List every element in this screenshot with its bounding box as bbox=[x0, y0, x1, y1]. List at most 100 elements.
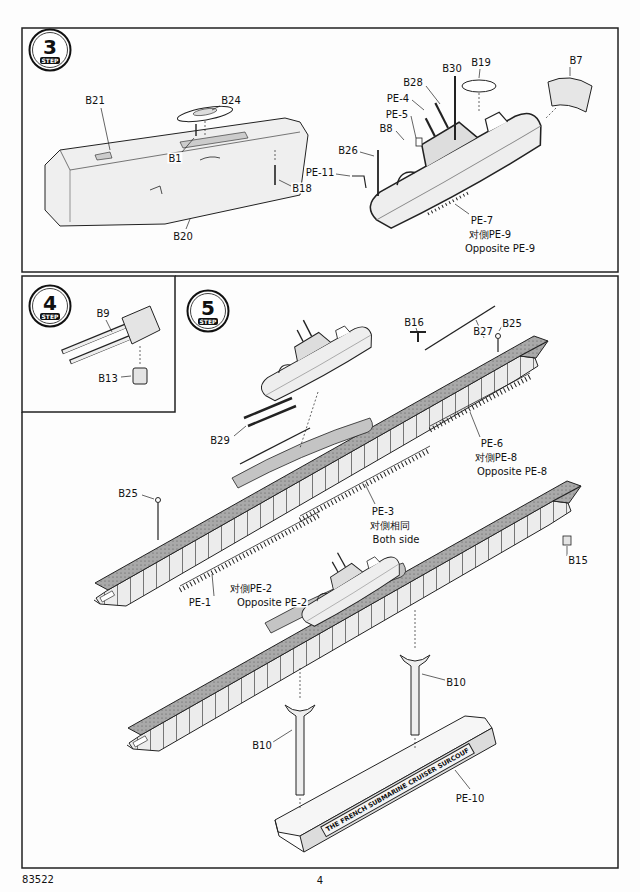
leader-line bbox=[455, 770, 470, 789]
leader-line bbox=[275, 150, 276, 162]
leader-line bbox=[479, 93, 480, 112]
step-badge: 3STEP bbox=[28, 28, 72, 72]
nameplate-text: THE FRENCH SUBMARINE CRUISER SURCOUF bbox=[325, 746, 471, 833]
step-badge: 5STEP bbox=[186, 289, 230, 333]
step5-parts bbox=[410, 332, 426, 342]
part-label: Both side bbox=[372, 534, 421, 545]
leader-line bbox=[101, 108, 110, 150]
step5-parts bbox=[244, 398, 296, 426]
tower-parts bbox=[548, 78, 592, 112]
part-label: B8 bbox=[378, 123, 393, 134]
part-label: 对側PE-2 bbox=[229, 583, 273, 594]
step5-parts bbox=[157, 503, 158, 540]
deck-part bbox=[193, 107, 218, 117]
submarine-hull bbox=[127, 481, 581, 751]
leader-line bbox=[412, 100, 424, 110]
page-footer: 83522 bbox=[21, 874, 55, 885]
tower-parts bbox=[428, 192, 470, 214]
part-label: 对側相同 bbox=[369, 520, 411, 531]
leader-line bbox=[470, 412, 480, 437]
display-stand bbox=[300, 668, 301, 700]
deck-part bbox=[150, 186, 162, 194]
part-label: 对側PE-8 bbox=[474, 452, 518, 463]
tower-parts bbox=[454, 76, 456, 140]
gun-part bbox=[122, 306, 160, 344]
display-stand bbox=[400, 655, 430, 735]
panel-frame bbox=[22, 276, 618, 868]
part-label: PE-7 bbox=[470, 215, 494, 226]
deck-part bbox=[195, 124, 196, 136]
badge-ring bbox=[191, 294, 226, 329]
display-stand bbox=[275, 610, 496, 852]
deck-part bbox=[70, 170, 71, 222]
part-label: PE-3 bbox=[371, 506, 395, 517]
step-number: 4 bbox=[43, 293, 57, 313]
part-label: PE-6 bbox=[480, 438, 504, 449]
part-label: B21 bbox=[84, 95, 106, 106]
step-word: STEP bbox=[198, 318, 219, 325]
deck-part bbox=[274, 165, 276, 185]
step5-parts bbox=[496, 334, 501, 339]
leader-line bbox=[279, 180, 291, 186]
panel-frame bbox=[22, 28, 618, 868]
part-label: PE-5 bbox=[385, 109, 409, 120]
leader-line bbox=[101, 106, 291, 229]
part-label: B25 bbox=[117, 488, 139, 499]
part-label: PE-1 bbox=[188, 597, 212, 608]
conning-tower bbox=[242, 295, 379, 404]
step-word: STEP bbox=[40, 57, 61, 64]
badge-ring bbox=[188, 291, 229, 332]
leader-line bbox=[186, 219, 190, 229]
leader-line bbox=[416, 328, 417, 331]
display-stand bbox=[300, 798, 301, 808]
badge-ring bbox=[30, 286, 71, 327]
leader-line bbox=[479, 69, 480, 78]
part-label: 对側PE-9 bbox=[468, 229, 512, 240]
step5-parts bbox=[563, 536, 571, 545]
step5-parts bbox=[497, 339, 498, 352]
leader-line bbox=[273, 730, 292, 742]
tower-parts bbox=[352, 176, 366, 188]
display-stand bbox=[285, 705, 315, 795]
leader-line bbox=[336, 67, 570, 214]
step5-parts bbox=[430, 373, 530, 426]
part-label: B26 bbox=[337, 145, 359, 156]
display-stand bbox=[275, 716, 492, 836]
step5-parts bbox=[300, 392, 318, 448]
display-stand bbox=[415, 610, 416, 650]
badge-ring bbox=[33, 289, 68, 324]
part-label: Opposite PE-8 bbox=[476, 466, 548, 477]
part-label: B20 bbox=[172, 231, 194, 242]
part-label: B27 bbox=[472, 326, 494, 337]
part-label: B13 bbox=[97, 373, 119, 384]
gun-part bbox=[62, 322, 135, 352]
page-footer: 4 bbox=[316, 875, 324, 886]
part-label: B29 bbox=[209, 435, 231, 446]
step5-parts bbox=[425, 306, 495, 350]
part-label: Opposite PE-2 bbox=[236, 597, 308, 608]
step5-parts bbox=[430, 377, 530, 430]
leader-line bbox=[411, 116, 416, 138]
tower-parts bbox=[377, 150, 379, 196]
gun-part bbox=[133, 368, 147, 384]
deck-part bbox=[60, 132, 300, 170]
part-label: B30 bbox=[441, 63, 463, 74]
leader-line bbox=[142, 495, 154, 499]
deck-part bbox=[45, 118, 308, 226]
gun-part bbox=[62, 306, 160, 384]
leader-line bbox=[212, 574, 214, 596]
leader-line bbox=[365, 484, 375, 504]
leader-line bbox=[121, 376, 131, 377]
gun-part bbox=[140, 346, 141, 364]
leader-line bbox=[360, 152, 374, 156]
leader-line bbox=[106, 320, 112, 332]
part-label: B16 bbox=[403, 317, 425, 328]
part-label: PE-4 bbox=[386, 93, 410, 104]
part-label: PE-11 bbox=[305, 167, 336, 178]
part-label: B10 bbox=[445, 677, 467, 688]
leader-line bbox=[205, 121, 206, 136]
leader-line bbox=[106, 320, 131, 377]
step5-parts bbox=[240, 428, 310, 464]
